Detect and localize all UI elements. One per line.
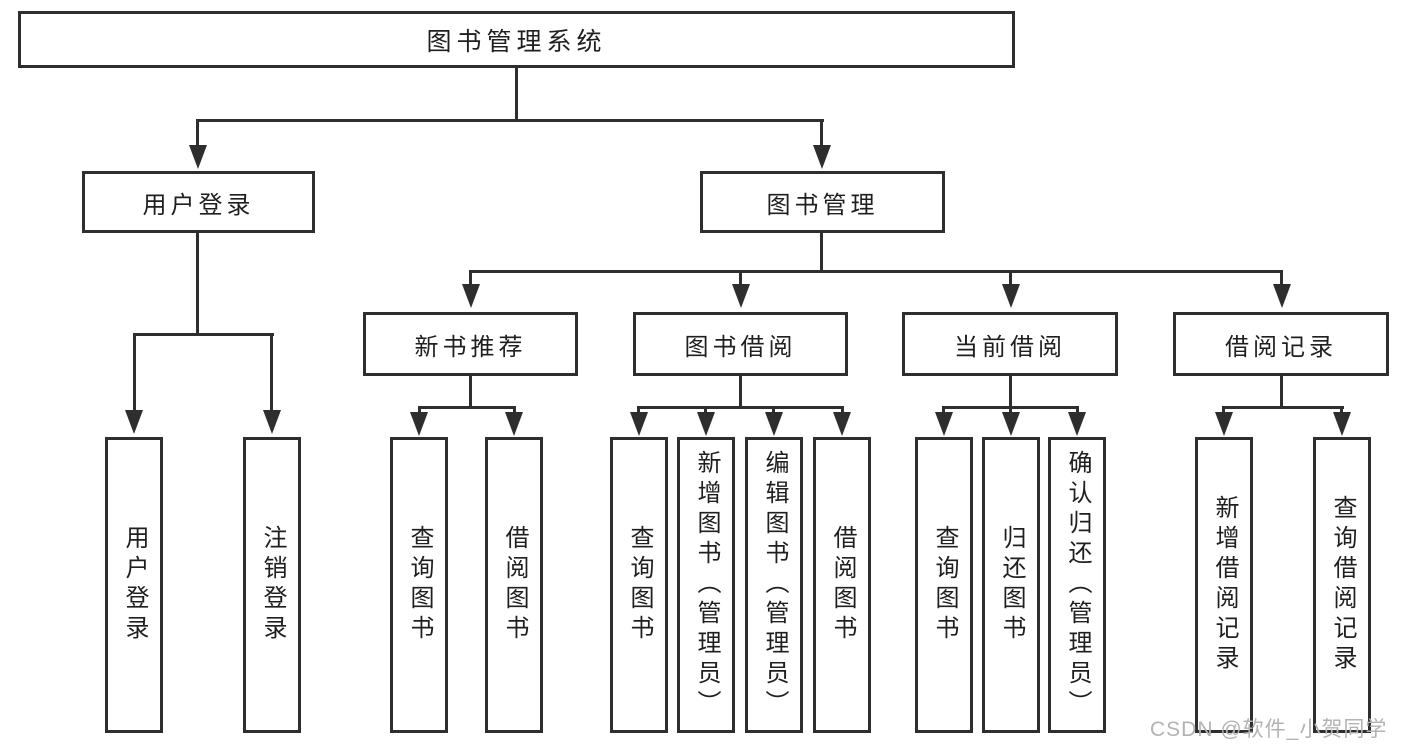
- leaf-edit-book-admin-label: 编辑图书（管理员）: [761, 450, 788, 720]
- arrow-down-icon: [125, 410, 143, 434]
- connector-vline: [739, 374, 742, 409]
- arrow-down-icon: [630, 412, 648, 436]
- connector-vline: [704, 406, 707, 414]
- connector-vline: [1280, 270, 1283, 286]
- connector-vline: [196, 119, 199, 147]
- leaf-query-books-recommend: 查询图书: [390, 437, 448, 733]
- node-user-login-label: 用户登录: [142, 191, 255, 219]
- arrow-down-icon: [813, 145, 831, 169]
- connector-hline: [133, 333, 274, 336]
- arrow-down-icon: [732, 284, 750, 308]
- connector-vline: [513, 406, 516, 414]
- node-user-login: 用户登录: [82, 171, 315, 233]
- arrow-down-icon: [697, 412, 715, 436]
- node-borrow-records-label: 借阅记录: [1225, 333, 1337, 361]
- leaf-confirm-return-admin: 确认归还（管理员）: [1048, 437, 1106, 733]
- leaf-query-books-current: 查询图书: [915, 437, 973, 733]
- node-root: 图书管理系统: [18, 11, 1015, 68]
- leaf-borrow-books-2-label: 借阅图书: [829, 525, 856, 645]
- leaf-query-books-current-label: 查询图书: [931, 525, 958, 645]
- connector-hline: [637, 406, 844, 409]
- connector-vline: [1009, 374, 1012, 409]
- connector-vline: [772, 406, 775, 414]
- leaf-query-books-recommend-label: 查询图书: [406, 525, 433, 645]
- leaf-add-borrow-record-label: 新增借阅记录: [1211, 495, 1238, 675]
- leaf-query-borrow-record-label: 查询借阅记录: [1329, 495, 1356, 675]
- arrow-down-icon: [410, 412, 428, 436]
- connector-vline: [820, 231, 823, 273]
- arrow-down-icon: [1215, 412, 1233, 436]
- arrow-down-icon: [765, 412, 783, 436]
- node-current-borrow: 当前借阅: [902, 312, 1118, 376]
- watermark: CSDN @软件_小贺同学: [1150, 718, 1388, 741]
- leaf-query-books-borrow-label: 查询图书: [626, 525, 653, 645]
- leaf-user-login: 用户登录: [105, 437, 163, 733]
- leaf-borrow-books-2: 借阅图书: [813, 437, 871, 733]
- connector-vline: [515, 66, 518, 122]
- leaf-query-books-borrow: 查询图书: [610, 437, 668, 733]
- node-borrow-records: 借阅记录: [1173, 312, 1389, 376]
- node-book-borrow: 图书借阅: [633, 312, 848, 376]
- arrow-down-icon: [1002, 412, 1020, 436]
- leaf-user-login-label: 用户登录: [121, 525, 148, 645]
- arrow-down-icon: [1333, 412, 1351, 436]
- connector-vline: [270, 333, 273, 412]
- leaf-add-borrow-record: 新增借阅记录: [1195, 437, 1253, 733]
- arrow-down-icon: [462, 284, 480, 308]
- arrow-down-icon: [1273, 284, 1291, 308]
- arrow-down-icon: [189, 145, 207, 169]
- leaf-return-book-label: 归还图书: [998, 525, 1025, 645]
- leaf-borrow-books-recommend: 借阅图书: [485, 437, 543, 733]
- leaf-add-book-admin-label: 新增图书（管理员）: [693, 450, 720, 720]
- arrow-down-icon: [1002, 284, 1020, 308]
- node-current-borrow-label: 当前借阅: [954, 333, 1066, 361]
- connector-vline: [1009, 270, 1012, 286]
- arrow-down-icon: [935, 412, 953, 436]
- leaf-add-book-admin: 新增图书（管理员）: [677, 437, 735, 733]
- connector-vline: [1280, 374, 1283, 409]
- node-new-book-recommend: 新书推荐: [363, 312, 578, 376]
- leaf-query-borrow-record: 查询借阅记录: [1313, 437, 1371, 733]
- connector-vline: [133, 333, 136, 412]
- leaf-borrow-books-recommend-label: 借阅图书: [501, 525, 528, 645]
- connector-vline: [196, 231, 199, 335]
- connector-vline: [739, 270, 742, 286]
- connector-vline: [637, 406, 640, 414]
- leaf-return-book: 归还图书: [982, 437, 1040, 733]
- connector-vline: [820, 119, 823, 147]
- connector-vline: [841, 406, 844, 414]
- node-root-label: 图书管理系统: [426, 27, 607, 56]
- arrow-down-icon: [263, 410, 281, 434]
- connector-vline: [1222, 406, 1225, 414]
- leaf-confirm-return-admin-label: 确认归还（管理员）: [1064, 450, 1091, 720]
- node-new-book-recommend-label: 新书推荐: [414, 333, 527, 361]
- connector-vline: [418, 406, 421, 414]
- connector-vline: [1009, 406, 1012, 414]
- connector-vline: [469, 270, 472, 286]
- connector-vline: [1076, 406, 1079, 414]
- leaf-edit-book-admin: 编辑图书（管理员）: [745, 437, 803, 733]
- arrow-down-icon: [833, 412, 851, 436]
- connector-hline: [1222, 406, 1344, 409]
- connector-vline: [469, 374, 472, 409]
- leaf-logout: 注销登录: [243, 437, 301, 733]
- connector-hline: [418, 406, 516, 409]
- node-book-management: 图书管理: [700, 171, 945, 233]
- arrow-down-icon: [1068, 412, 1086, 436]
- leaf-logout-label: 注销登录: [259, 525, 286, 645]
- connector-vline: [1340, 406, 1343, 414]
- arrow-down-icon: [505, 412, 523, 436]
- node-book-management-label: 图书管理: [766, 191, 879, 219]
- connector-hline: [196, 119, 824, 122]
- node-book-borrow-label: 图书借阅: [684, 333, 797, 361]
- connector-vline: [942, 406, 945, 414]
- connector-hline: [469, 270, 1283, 273]
